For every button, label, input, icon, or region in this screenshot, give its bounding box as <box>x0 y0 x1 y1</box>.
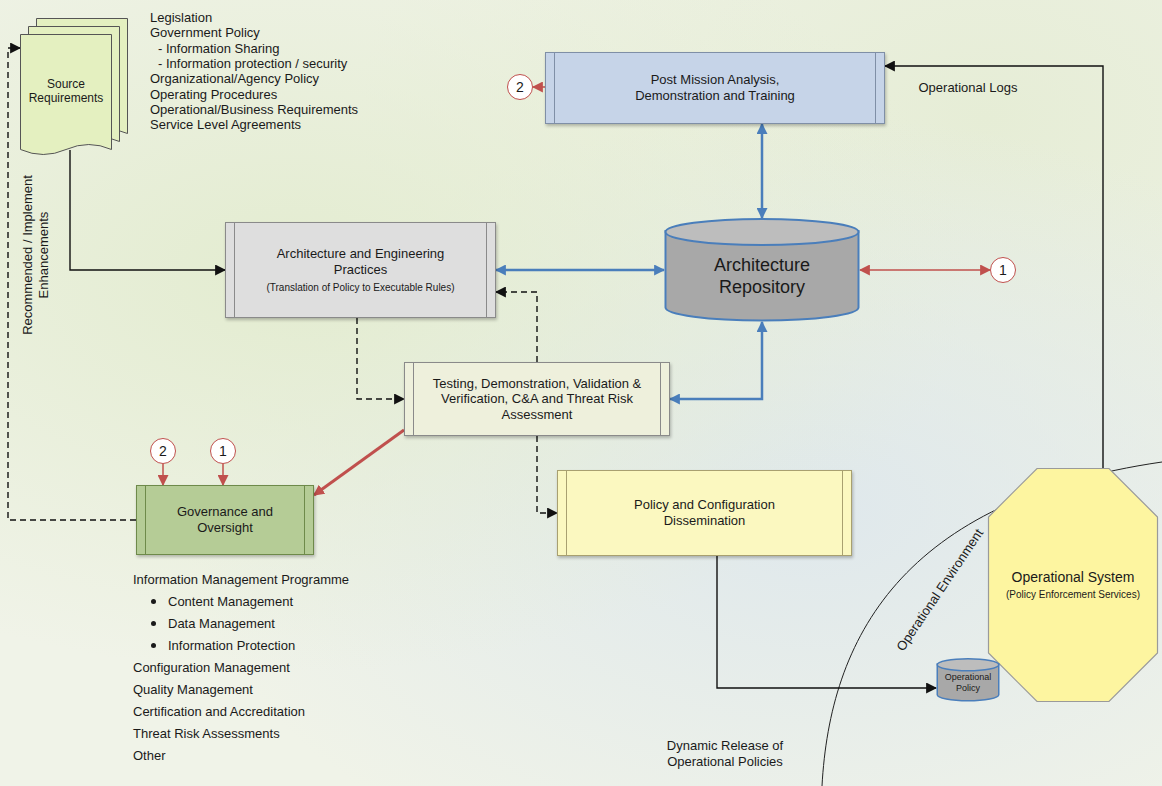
policy-cylinder: Operational Policy <box>936 658 1000 702</box>
connector <box>70 150 225 270</box>
environment-arc <box>822 462 1162 786</box>
list-row: Quality Management <box>133 682 253 698</box>
node-content: Post Mission Analysis, Demonstration and… <box>546 53 884 123</box>
node-content: Architecture and Engineering Practices (T… <box>226 223 495 317</box>
requirement-item: Operational/Business Requirements <box>150 102 358 118</box>
node-content: Architecture Repository <box>664 218 860 322</box>
octagon-outline <box>989 469 1158 702</box>
node-content: 2 <box>508 75 532 99</box>
node-content: Governance and Oversight <box>137 486 313 554</box>
node-content: 1 <box>211 439 235 463</box>
bullet-dot <box>151 643 156 648</box>
process-box: Post Mission Analysis, Demonstration and… <box>545 52 885 124</box>
connector <box>533 86 545 88</box>
callout-number: 1 <box>990 257 1016 283</box>
process-box: Governance and Oversight <box>136 485 314 555</box>
connector <box>860 269 990 271</box>
edge-label: Dynamic Release of Operational Policies <box>650 738 800 769</box>
bullet-dot <box>151 599 156 604</box>
oct-outline <box>988 468 1158 702</box>
node-content: Source Requirements <box>20 18 128 158</box>
requirement-item: Legislation <box>150 10 212 26</box>
list-row: Content Management <box>151 594 293 610</box>
connector <box>357 318 404 399</box>
node-title: Architecture Repository <box>687 255 837 298</box>
octagon-system: Operational System (Policy Enforcement Se… <box>988 468 1158 702</box>
connector <box>761 124 764 218</box>
connector <box>162 464 164 485</box>
connector <box>496 269 664 272</box>
requirement-item: Organizational/Agency Policy <box>150 71 319 87</box>
node-title: Source Requirements <box>24 77 108 106</box>
callout-number: 2 <box>150 438 176 464</box>
region-label: Operational Environment <box>893 526 986 654</box>
list-row: Other <box>133 748 166 764</box>
callout-number: 2 <box>507 74 533 100</box>
node-title: 2 <box>159 443 167 460</box>
requirement-item: - Information Sharing <box>158 41 279 57</box>
process-box: Policy and Configuration Dissemination <box>557 470 852 556</box>
edge-label: Operational Logs <box>918 80 1017 96</box>
edge-label: Recommended / Implement Enhancements <box>20 155 51 355</box>
bullet-dot <box>151 621 156 626</box>
repository-cylinder: Architecture Repository <box>664 218 860 322</box>
node-title: 1 <box>219 443 227 460</box>
cylinder-top <box>937 659 999 671</box>
governance-item: Certification and Accreditation <box>133 704 305 720</box>
process-box: Testing, Demonstration, Validation & Ver… <box>404 362 670 436</box>
list-row: Information Protection <box>151 638 295 654</box>
node-title: Testing, Demonstration, Validation & Ver… <box>430 376 645 423</box>
governance-item: Configuration Management <box>133 660 290 676</box>
connector <box>670 322 762 399</box>
node-content: Testing, Demonstration, Validation & Ver… <box>405 363 669 435</box>
node-title: Architecture and Engineering Practices <box>266 246 456 277</box>
governance-item: Data Management <box>168 616 275 632</box>
document-sheet <box>21 35 112 155</box>
cylinder-top <box>666 219 859 245</box>
node-subtitle: (Policy Enforcement Services) <box>1006 589 1140 601</box>
governance-item: Information Protection <box>168 638 295 654</box>
list-row: Certification and Accreditation <box>133 704 305 720</box>
governance-item: Threat Risk Assessments <box>133 726 280 742</box>
connector <box>314 430 404 495</box>
node-title: Policy and Configuration Dissemination <box>617 497 792 528</box>
governance-item: Content Management <box>168 594 293 610</box>
node-title: Operational Policy <box>939 672 997 694</box>
node-title: Operational System <box>1012 569 1135 586</box>
connector <box>496 292 537 362</box>
node-content: 1 <box>991 258 1015 282</box>
list-row: Data Management <box>151 616 275 632</box>
governance-item: Information Management Programme <box>133 572 349 588</box>
requirement-item: Service Level Agreements <box>150 117 301 133</box>
requirement-item: Government Policy <box>150 25 260 41</box>
list-row: Threat Risk Assessments <box>133 726 280 742</box>
node-content: 2 <box>151 439 175 463</box>
list-row: Configuration Management <box>133 660 290 676</box>
callout-number: 1 <box>210 438 236 464</box>
node-title: 1 <box>999 262 1007 279</box>
governance-item: Other <box>133 748 166 764</box>
connector <box>537 436 557 513</box>
governance-item: Quality Management <box>133 682 253 698</box>
process-box: Architecture and Engineering Practices (T… <box>225 222 496 318</box>
connector <box>885 66 1103 468</box>
requirement-item: Operating Procedures <box>150 87 277 103</box>
connector <box>222 464 224 485</box>
connector <box>717 556 936 688</box>
node-content: Operational System (Policy Enforcement Se… <box>988 468 1158 702</box>
node-content: Operational Policy <box>936 658 1000 702</box>
requirement-item: - Information protection / security <box>158 56 347 72</box>
node-subtitle: (Translation of Policy to Executable Rul… <box>266 282 454 294</box>
node-title: Governance and Oversight <box>165 504 285 535</box>
list-row: Information Management Programme <box>133 572 349 588</box>
node-title: Post Mission Analysis, Demonstration and… <box>615 72 815 103</box>
node-content: Policy and Configuration Dissemination <box>558 471 851 555</box>
document-stack: Source Requirements <box>20 18 128 158</box>
node-title: 2 <box>516 79 524 96</box>
